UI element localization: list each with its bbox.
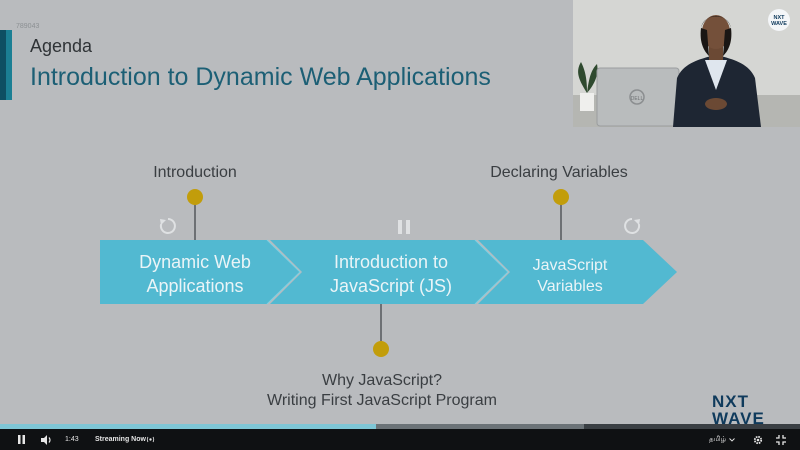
language-select[interactable]: தமிழ் bbox=[709, 429, 735, 450]
settings-button[interactable] bbox=[752, 429, 764, 450]
step-1-line2: Applications bbox=[146, 276, 243, 296]
current-time: 1:43 bbox=[65, 429, 79, 450]
milestone-dot-introduction bbox=[187, 189, 203, 205]
language-label: தமிழ் bbox=[709, 435, 726, 444]
step-3-line2: Variables bbox=[537, 278, 603, 295]
fullscreen-button[interactable] bbox=[775, 429, 787, 450]
step-2-line1: Introduction to bbox=[334, 252, 448, 272]
step-1-line1: Dynamic Web bbox=[139, 252, 251, 272]
pause-button[interactable] bbox=[14, 429, 28, 450]
streaming-status: Streaming Now bbox=[95, 429, 146, 450]
milestone-dot-why-js bbox=[373, 341, 389, 357]
live-icon bbox=[146, 429, 155, 450]
rewind-icon[interactable] bbox=[158, 216, 178, 236]
milestone-introduction: Introduction bbox=[153, 164, 237, 181]
webcam-badge-line2: WAVE bbox=[771, 21, 787, 27]
presenter-video: DELL NXT WAVE bbox=[573, 0, 800, 127]
nxtwave-logo: NXT WAVE bbox=[712, 393, 782, 427]
pause-overlay-icon[interactable] bbox=[397, 220, 411, 234]
step-3-line1: JavaScript bbox=[533, 257, 608, 274]
milestone-first-program: Writing First JavaScript Program bbox=[267, 392, 497, 409]
volume-button[interactable] bbox=[39, 429, 55, 450]
presenter-webcam: DELL NXT WAVE bbox=[573, 0, 800, 127]
svg-text:DELL: DELL bbox=[631, 96, 644, 102]
milestone-declaring-variables: Declaring Variables bbox=[490, 164, 628, 181]
step-2-line2: JavaScript (JS) bbox=[330, 276, 452, 296]
pause-icon bbox=[17, 435, 26, 444]
chevron-down-icon bbox=[729, 438, 735, 442]
volume-icon bbox=[41, 435, 53, 445]
milestone-dot-declaring bbox=[553, 189, 569, 205]
forward-icon[interactable] bbox=[622, 216, 642, 236]
milestone-why-js: Why JavaScript? bbox=[322, 372, 442, 389]
player-control-bar: 1:43 Streaming Now தமிழ் bbox=[0, 429, 800, 450]
gear-icon bbox=[753, 435, 763, 445]
exit-fullscreen-icon bbox=[776, 435, 786, 445]
